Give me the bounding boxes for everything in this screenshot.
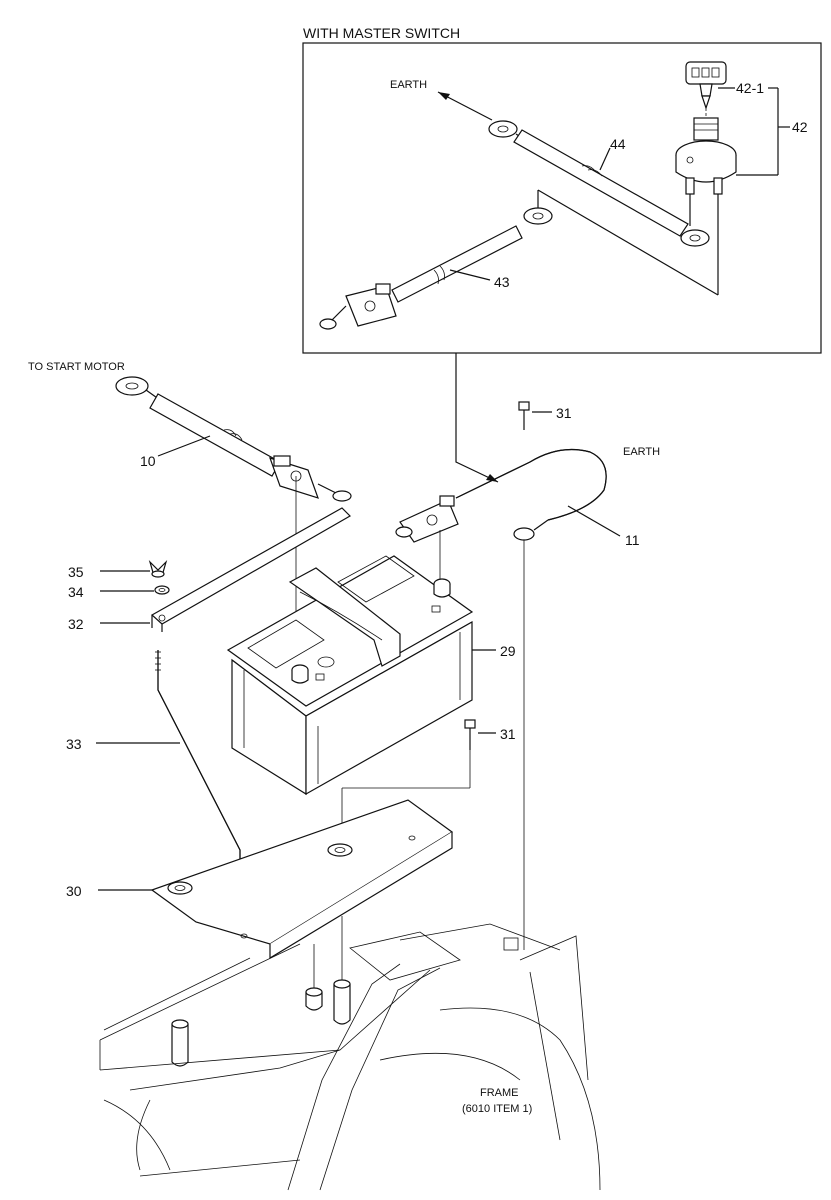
callout-35: 35: [68, 564, 84, 580]
callout-10: 10: [140, 453, 156, 469]
earth-label-main: EARTH: [623, 446, 660, 458]
master-switch-key: [685, 61, 727, 118]
frame-label-line2: (6010 ITEM 1): [462, 1103, 532, 1115]
cable-10: [115, 376, 352, 666]
callout-11: 11: [625, 532, 640, 548]
callout-43: 43: [494, 274, 510, 290]
inset-frame: [302, 42, 822, 354]
wing-nut-35: [148, 559, 168, 578]
cable-11: [395, 448, 607, 580]
callout-29: 29: [500, 643, 516, 659]
frame: [99, 923, 601, 1191]
cable-44: [488, 120, 710, 247]
callout-31-mid: 31: [500, 726, 516, 742]
callout-42-1: 42-1: [736, 80, 764, 96]
master-switch-body: [675, 117, 737, 195]
callout-44: 44: [610, 136, 626, 152]
callout-33: 33: [66, 736, 82, 752]
clamp-32: [150, 507, 351, 632]
callout-31-top: 31: [556, 405, 572, 421]
battery-29: [226, 555, 474, 796]
tray-30: [150, 799, 454, 960]
callout-42: 42: [792, 119, 808, 135]
washer-34: [154, 585, 170, 595]
callout-34: 34: [68, 584, 84, 600]
master-switch-inset: WITH MASTER SWITCH 42-1: [302, 25, 822, 354]
frame-label-line1: FRAME: [480, 1087, 519, 1099]
mounting-posts: [171, 916, 351, 1067]
earth-label-inset: EARTH: [390, 79, 427, 91]
bolt-31-top: [518, 401, 530, 430]
to-start-motor-label: TO START MOTOR: [28, 361, 125, 373]
callout-30: 30: [66, 883, 82, 899]
callout-32: 32: [68, 616, 84, 632]
inset-title: WITH MASTER SWITCH: [303, 25, 460, 41]
cable-43: [319, 207, 553, 330]
